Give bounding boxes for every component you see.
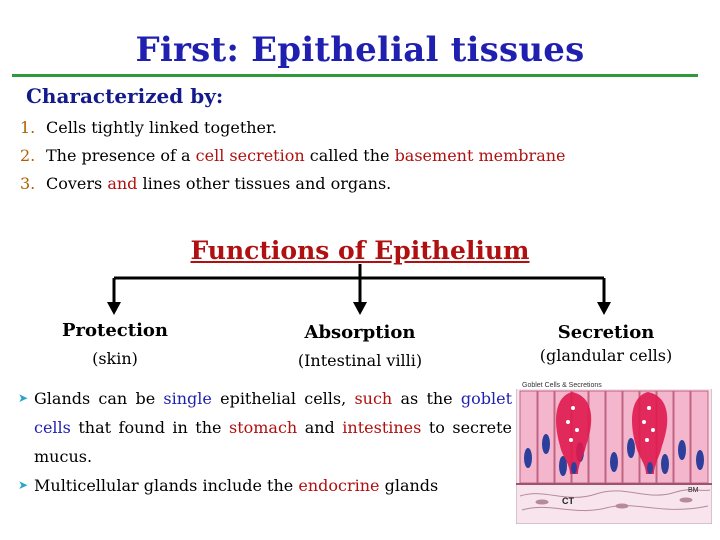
arrowhead-right [597,302,611,315]
bullet-single-glands: ➤Glands can be single epithelial cells, … [18,384,512,471]
functions-heading: Functions of Epithelium [190,236,530,265]
caption-band [516,378,712,389]
goblet-cell-left [556,392,592,474]
label-ct: CT [562,496,574,506]
highlight-endocrine: endocrine [298,476,380,495]
bullet-text: Multicellular glands include the [34,476,299,495]
characteristic-item-2: 2. The presence of a cell secretion calle… [20,146,566,165]
highlight-such: such [354,389,393,408]
bullet-multicellular-glands: ➤ Multicellular glands include the endocr… [18,471,512,500]
highlight-stomach: stomach [228,418,298,437]
bullet-text: to secrete mucus. [34,418,513,466]
bullet-text: and [297,418,343,437]
bullet-text: Glands can be [34,389,164,408]
highlight-intestines: intestines [342,418,422,437]
function-detail-protection: (skin) [92,349,138,368]
gland-bullets: ➤Glands can be single epithelial cells, … [18,384,512,500]
characteristic-item-1: 1. Cells tightly linked together. [20,118,277,137]
bullet-text: that found in the [70,418,229,437]
item-number: 2. [20,146,36,165]
function-label-protection: Protection [62,320,168,341]
bullet-text: epithelial cells, [211,389,355,408]
slide-title: First: Epithelial tissues [135,30,585,70]
bullet-text: as the [392,389,461,408]
bullet-text: glands [379,476,439,495]
item-text: The presence of a [46,146,196,165]
characteristics-subtitle: Characterized by: [26,84,224,108]
highlight-cell-secretion: cell secretion [195,146,305,165]
arrowhead-left [107,302,121,315]
goblet-cells-micrograph: Goblet Cells & Secretions [516,378,712,524]
bullet-arrow-icon: ➤ [18,391,29,405]
highlight-single: single [163,389,212,408]
characteristic-item-3: 3. Covers and lines other tissues and org… [20,174,391,193]
connective-tissue [519,489,711,512]
highlight-goblet: goblet [460,389,513,408]
highlight-cells: cells [34,418,71,437]
title-underline-rule [12,74,698,77]
function-detail-secretion: (glandular cells) [539,346,673,365]
goblet-cell-right [632,392,668,474]
item-text: Cells tightly linked together. [46,118,277,137]
item-text: Covers [46,174,108,193]
diagram-caption: Goblet Cells & Secretions [522,382,602,389]
bullet-arrow-icon: ➤ [18,478,29,492]
function-detail-absorption: (Intestinal villi) [297,351,423,370]
item-text: called the [304,146,395,165]
cell-nuclei [524,434,704,476]
label-bm: BM [688,487,699,494]
function-label-secretion: Secretion [557,322,655,343]
function-label-absorption: Absorption [304,322,416,343]
highlight-basement-membrane: basement membrane [394,146,566,165]
item-number: 3. [20,174,36,193]
highlight-and: and [107,174,138,193]
item-number: 1. [20,118,36,137]
arrowhead-center [353,302,367,315]
item-text: lines other tissues and organs. [137,174,392,193]
